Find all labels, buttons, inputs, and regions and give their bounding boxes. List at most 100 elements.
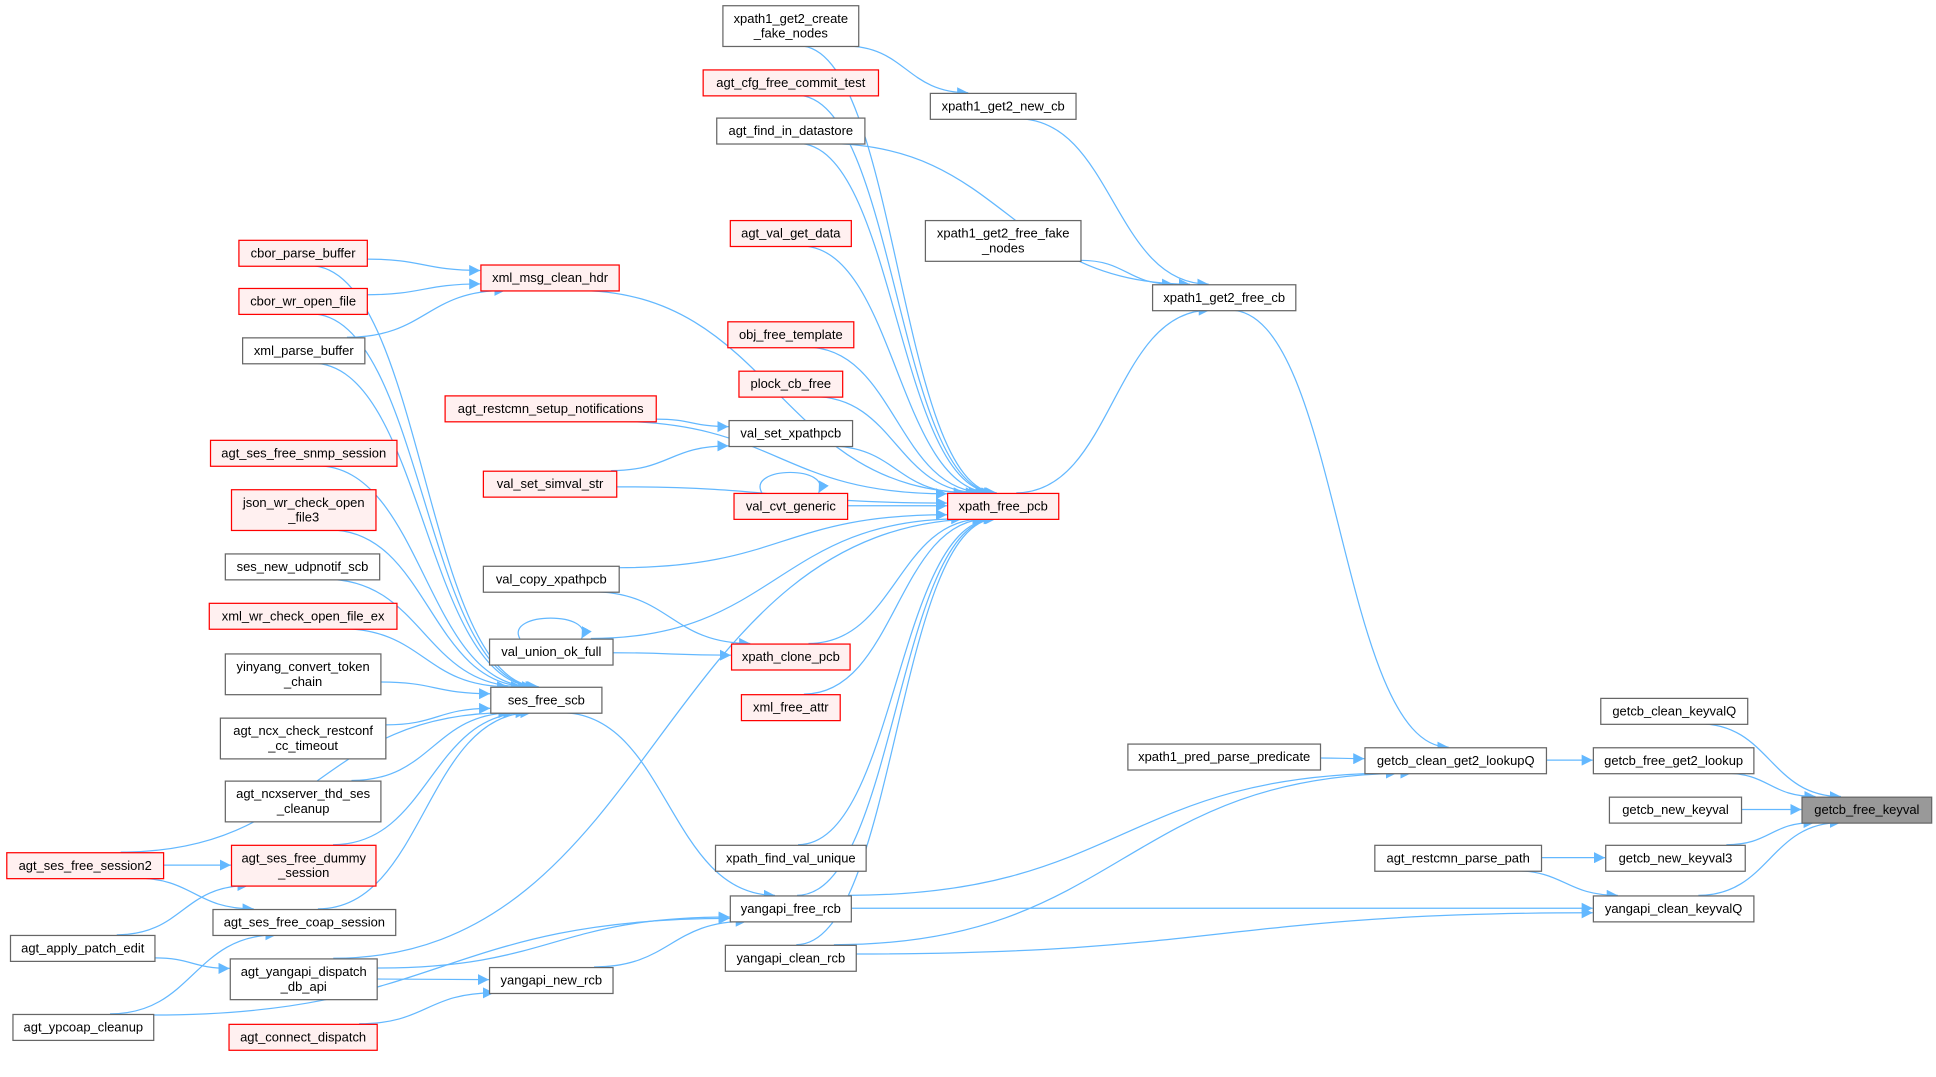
node-xml_wr_check_open_file_ex[interactable]: xml_wr_check_open_file_ex [208, 602, 398, 630]
node-box[interactable] [1127, 743, 1322, 771]
node-box[interactable] [238, 287, 368, 316]
node-cbor_parse_buffer[interactable]: cbor_parse_buffer [238, 239, 368, 267]
node-val_set_simval_str[interactable]: val_set_simval_str [482, 470, 618, 498]
node-box[interactable] [212, 908, 397, 937]
node-val_set_xpathpcb[interactable]: val_set_xpathpcb [728, 419, 854, 448]
node-box[interactable] [1374, 844, 1543, 872]
node-box[interactable] [924, 219, 1082, 262]
node-agt_ses_free_dummy_session[interactable]: agt_ses_free_dummy_session [230, 844, 377, 887]
node-agt_yangapi_dispatch_db_api[interactable]: agt_yangapi_dispatch_db_api [229, 958, 378, 1001]
node-box[interactable] [727, 321, 855, 349]
node-xpath1_get2_create_fake_nodes[interactable]: xpath1_get2_create_fake_nodes [722, 5, 860, 48]
node-box[interactable] [729, 219, 852, 248]
node-json_wr_check_open_file3[interactable]: json_wr_check_open_file3 [230, 489, 377, 532]
node-box[interactable] [729, 895, 852, 923]
node-box[interactable] [9, 934, 156, 962]
node-box[interactable] [444, 395, 657, 423]
node-box[interactable] [230, 844, 377, 887]
node-box[interactable] [702, 69, 880, 97]
node-val_union_ok_full[interactable]: val_union_ok_full [488, 638, 614, 666]
node-getcb_new_keyval[interactable]: getcb_new_keyval [1608, 796, 1743, 824]
node-box[interactable] [242, 337, 366, 365]
node-xpath1_get2_new_cb[interactable]: xpath1_get2_new_cb [929, 92, 1077, 120]
node-box[interactable] [716, 117, 866, 145]
node-plock_cb_free[interactable]: plock_cb_free [738, 370, 844, 398]
node-val_cvt_generic[interactable]: val_cvt_generic [733, 492, 849, 520]
node-yangapi_clean_rcb[interactable]: yangapi_clean_rcb [724, 944, 857, 972]
node-box[interactable] [209, 439, 398, 467]
node-agt_ncxserver_thd_ses_cleanup[interactable]: agt_ncxserver_thd_ses_cleanup [224, 780, 382, 823]
node-xml_msg_clean_hdr[interactable]: xml_msg_clean_hdr [480, 264, 620, 292]
node-agt_val_get_data[interactable]: agt_val_get_data [729, 219, 852, 248]
node-box[interactable] [482, 565, 620, 593]
node-box[interactable] [224, 780, 382, 823]
node-box[interactable] [724, 944, 857, 972]
node-box[interactable] [1592, 895, 1755, 923]
node-agt_find_in_datastore[interactable]: agt_find_in_datastore [716, 117, 866, 145]
node-getcb_free_keyval[interactable]: getcb_free_keyval [1801, 796, 1933, 824]
node-box[interactable] [1364, 747, 1548, 775]
node-xpath_find_val_unique[interactable]: xpath_find_val_unique [714, 844, 867, 872]
node-box[interactable] [1592, 747, 1755, 775]
node-box[interactable] [738, 370, 844, 398]
node-box[interactable] [929, 92, 1077, 120]
node-getcb_clean_get2_lookupQ[interactable]: getcb_clean_get2_lookupQ [1364, 747, 1548, 775]
node-box[interactable] [219, 717, 387, 760]
node-yangapi_new_rcb[interactable]: yangapi_new_rcb [488, 966, 614, 995]
node-box[interactable] [230, 489, 377, 532]
node-cbor_wr_open_file[interactable]: cbor_wr_open_file [238, 287, 368, 316]
node-xpath1_get2_free_cb[interactable]: xpath1_get2_free_cb [1151, 284, 1297, 312]
node-xpath_clone_pcb[interactable]: xpath_clone_pcb [730, 643, 851, 671]
node-obj_free_template[interactable]: obj_free_template [727, 321, 855, 349]
node-xpath_free_pcb[interactable]: xpath_free_pcb [947, 492, 1060, 520]
node-box[interactable] [208, 602, 398, 630]
node-box[interactable] [488, 638, 614, 666]
node-box[interactable] [12, 1013, 155, 1042]
node-ses_new_udpnotif_scb[interactable]: ses_new_udpnotif_scb [224, 553, 381, 581]
node-getcb_free_get2_lookup[interactable]: getcb_free_get2_lookup [1592, 747, 1755, 775]
node-agt_connect_dispatch[interactable]: agt_connect_dispatch [228, 1023, 378, 1051]
node-box[interactable] [488, 966, 614, 995]
node-box[interactable] [947, 492, 1060, 520]
node-agt_ncx_check_restconf_cc_timeout[interactable]: agt_ncx_check_restconf_cc_timeout [219, 717, 387, 760]
node-agt_ses_free_snmp_session[interactable]: agt_ses_free_snmp_session [209, 439, 398, 467]
node-box[interactable] [730, 643, 851, 671]
node-agt_ses_free_session2[interactable]: agt_ses_free_session2 [6, 852, 165, 880]
node-box[interactable] [1600, 697, 1749, 725]
node-ses_free_scb[interactable]: ses_free_scb [490, 686, 603, 714]
node-box[interactable] [1801, 796, 1933, 824]
node-box[interactable] [224, 553, 381, 581]
node-box[interactable] [722, 5, 860, 48]
node-box[interactable] [733, 492, 849, 520]
node-agt_cfg_free_commit_test[interactable]: agt_cfg_free_commit_test [702, 69, 880, 97]
node-box[interactable] [238, 239, 368, 267]
node-yangapi_free_rcb[interactable]: yangapi_free_rcb [729, 895, 852, 923]
node-agt_ypcoap_cleanup[interactable]: agt_ypcoap_cleanup [12, 1013, 155, 1042]
node-box[interactable] [1151, 284, 1297, 312]
node-agt_restcmn_parse_path[interactable]: agt_restcmn_parse_path [1374, 844, 1543, 872]
node-agt_ses_free_coap_session[interactable]: agt_ses_free_coap_session [212, 908, 397, 937]
node-box[interactable] [490, 686, 603, 714]
node-xml_free_attr[interactable]: xml_free_attr [740, 694, 841, 722]
node-yangapi_clean_keyvalQ[interactable]: yangapi_clean_keyvalQ [1592, 895, 1755, 923]
node-box[interactable] [6, 852, 165, 880]
node-box[interactable] [228, 1023, 378, 1051]
node-box[interactable] [229, 958, 378, 1001]
node-box[interactable] [482, 470, 618, 498]
node-box[interactable] [224, 653, 382, 696]
node-box[interactable] [480, 264, 620, 292]
node-val_copy_xpathpcb[interactable]: val_copy_xpathpcb [482, 565, 620, 593]
node-box[interactable] [1605, 844, 1746, 872]
node-yinyang_convert_token_chain[interactable]: yinyang_convert_token_chain [224, 653, 382, 696]
node-xml_parse_buffer[interactable]: xml_parse_buffer [242, 337, 366, 365]
node-xpath1_get2_free_fake_nodes[interactable]: xpath1_get2_free_fake_nodes [924, 219, 1082, 262]
node-getcb_new_keyval3[interactable]: getcb_new_keyval3 [1605, 844, 1746, 872]
node-agt_apply_patch_edit[interactable]: agt_apply_patch_edit [9, 934, 156, 962]
node-xpath1_pred_parse_predicate[interactable]: xpath1_pred_parse_predicate [1127, 743, 1322, 771]
node-box[interactable] [728, 419, 854, 448]
node-box[interactable] [714, 844, 867, 872]
node-box[interactable] [740, 694, 841, 722]
node-agt_restcmn_setup_notifications[interactable]: agt_restcmn_setup_notifications [444, 395, 657, 423]
node-box[interactable] [1608, 796, 1743, 824]
node-getcb_clean_keyvalQ[interactable]: getcb_clean_keyvalQ [1600, 697, 1749, 725]
